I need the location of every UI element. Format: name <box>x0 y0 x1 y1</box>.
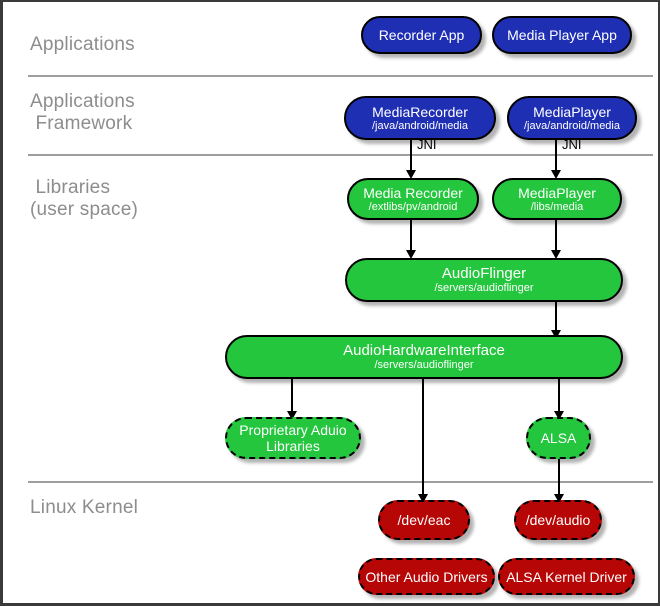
divider-applications-framework <box>28 154 653 156</box>
arrowhead-mediaplayer-to-lib <box>551 170 561 179</box>
node-audioflinger-title: AudioFlinger <box>441 265 527 282</box>
connector-alsa-to-dev-audio <box>558 457 560 499</box>
node-mediaplayer-framework[interactable]: MediaPlayer /java/android/media <box>507 96 637 140</box>
node-dev-eac[interactable]: /dev/eac <box>378 500 470 540</box>
node-alsa[interactable]: ALSA <box>526 417 591 459</box>
node-audiohardwareinterface-title: AudioHardwareInterface <box>343 342 505 359</box>
node-mediaplayer-framework-title: MediaPlayer <box>533 103 611 120</box>
arrowhead-ahi-to-alsa <box>554 411 564 420</box>
node-mediaplayer-lib[interactable]: MediaPlayer /libs/media <box>492 178 622 220</box>
node-mediaplayer-framework-path: /java/android/media <box>523 119 620 132</box>
edge-label-jni-left: JNI <box>417 137 437 152</box>
node-dev-audio[interactable]: /dev/audio <box>514 500 602 540</box>
node-media-recorder-lib-path: /extlibs/pv/android <box>368 200 458 213</box>
node-media-recorder-lib[interactable]: Media Recorder /extlibs/pv/android <box>347 178 479 220</box>
node-proprietary-audio-libraries-title: Proprietary Aduio <box>239 422 347 438</box>
node-mediarecorder-framework[interactable]: MediaRecorder /java/android/media <box>344 96 496 140</box>
layer-label-applications-framework: Applications Framework <box>30 91 135 134</box>
edge-label-jni-right: JNI <box>562 137 582 152</box>
node-recorder-app[interactable]: Recorder App <box>361 16 482 54</box>
arrowhead-ahi-to-proprietary-libraries <box>287 411 297 420</box>
node-alsa-kernel-driver-title: ALSA Kernel Driver <box>506 568 627 585</box>
divider-applications <box>28 75 653 77</box>
node-media-recorder-lib-title: Media Recorder <box>363 184 463 201</box>
node-proprietary-audio-libraries-subtitle: Libraries <box>266 438 320 454</box>
divider-linux-kernel <box>28 481 653 483</box>
node-media-player-app[interactable]: Media Player App <box>492 16 632 54</box>
node-media-player-app-title: Media Player App <box>507 27 617 43</box>
node-audiohardwareinterface-path: /servers/audioflinger <box>374 359 474 371</box>
connector-ahi-to-dev-eac <box>422 377 424 499</box>
connector-mediaplayer-to-audioflinger <box>555 218 557 256</box>
node-alsa-title: ALSA <box>540 430 577 446</box>
node-mediaplayer-lib-path: /libs/media <box>530 200 584 213</box>
node-other-audio-drivers-title: Other Audio Drivers <box>365 568 488 585</box>
node-recorder-app-title: Recorder App <box>378 27 465 43</box>
layer-label-applications: Applications <box>30 34 135 55</box>
layer-label-linux-kernel: Linux Kernel <box>30 497 139 518</box>
node-mediarecorder-framework-title: MediaRecorder <box>372 103 468 120</box>
node-mediaplayer-lib-title: MediaPlayer <box>518 184 596 201</box>
node-other-audio-drivers[interactable]: Other Audio Drivers <box>358 558 495 595</box>
node-dev-audio-title: /dev/audio <box>525 512 591 528</box>
node-audiohardwareinterface[interactable]: AudioHardwareInterface /servers/audiofli… <box>225 335 623 379</box>
arrowhead-mediarecorder-to-lib <box>406 170 416 179</box>
node-audioflinger-path: /servers/audioflinger <box>434 282 534 294</box>
arrowhead-mediaplayer-to-audioflinger <box>551 250 561 259</box>
connector-mediaplayer-jni <box>555 140 557 176</box>
connector-ahi-to-alsa <box>558 377 560 417</box>
node-alsa-kernel-driver[interactable]: ALSA Kernel Driver <box>498 558 635 595</box>
node-dev-eac-title: /dev/eac <box>397 512 451 528</box>
connector-mediarecorder-jni <box>410 140 412 176</box>
connector-audioflinger-to-audiohardwareinterface <box>555 301 557 335</box>
node-mediarecorder-framework-path: /java/android/media <box>371 119 468 132</box>
arrowhead-media-recorder-to-audioflinger <box>406 250 416 259</box>
connector-ahi-to-proprietary-libraries <box>291 377 293 417</box>
connector-media-recorder-to-audioflinger <box>410 218 412 256</box>
arrowhead-alsa-to-dev-audio <box>554 494 564 503</box>
layer-label-libraries: Libraries (user space) <box>30 177 138 220</box>
node-audioflinger[interactable]: AudioFlinger /servers/audioflinger <box>345 258 623 302</box>
arrowhead-ahi-to-dev-eac <box>418 494 428 503</box>
node-proprietary-audio-libraries[interactable]: Proprietary Aduio Libraries <box>225 417 361 459</box>
